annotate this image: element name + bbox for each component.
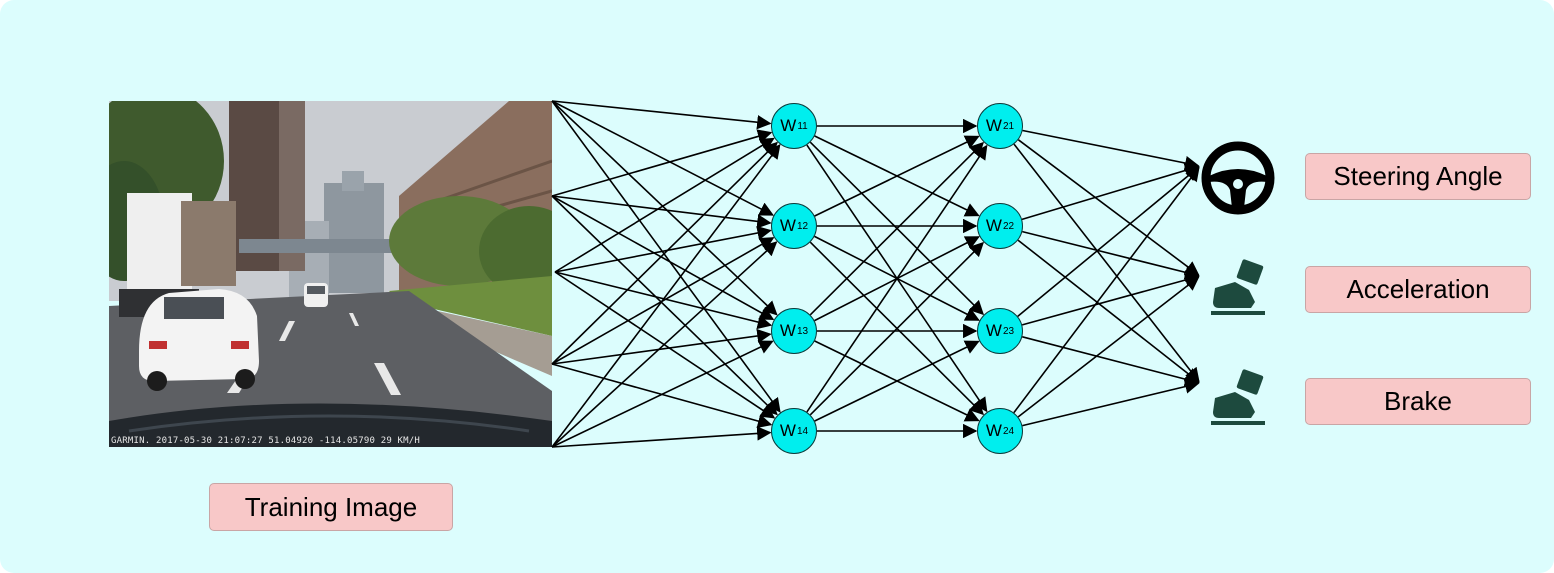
edge-input2-to-w11 (551, 129, 773, 197)
edge-w23-to-output1 (1017, 166, 1200, 318)
edge-w24-to-output1 (1013, 166, 1200, 414)
output-label-brake: Brake (1305, 378, 1531, 425)
edge-w21-to-output2 (1017, 139, 1200, 276)
edge-w14-to-w22 (809, 241, 985, 416)
brake-pedal-icon (1211, 369, 1265, 425)
steering-wheel-icon (1201, 141, 1275, 215)
edge-input2-to-w13 (551, 195, 775, 321)
edge-w23-to-output2 (1021, 272, 1200, 326)
edge-input2-to-w12 (551, 195, 772, 229)
edge-input3-to-w13 (554, 271, 773, 330)
edge-input3-to-w11 (554, 137, 775, 273)
edge-w14-to-w23 (814, 340, 980, 422)
edge-input5-to-w11 (551, 144, 781, 448)
edge-input5-to-w13 (551, 340, 774, 448)
edge-w21-to-output3 (1013, 143, 1200, 383)
output-label-acceleration: Acceleration (1305, 266, 1531, 313)
edge-input4-to-w13 (551, 328, 772, 365)
edge-input1-to-w11 (551, 100, 772, 130)
edge-w13-to-w21 (809, 141, 985, 316)
edge-w12-to-w21 (814, 135, 980, 217)
edge-w23-to-output3 (1022, 336, 1200, 387)
training-image-label: Training Image (209, 483, 453, 531)
edge-w24-to-output2 (1017, 276, 1200, 418)
edge-w14-to-w21 (806, 144, 988, 413)
edge-w24-to-output3 (1022, 379, 1200, 427)
accelerator-pedal-icon (1211, 259, 1265, 315)
edge-w22-to-output1 (1021, 163, 1200, 221)
edge-input3-to-w12 (554, 225, 772, 273)
training-image: GARMIN. 2017-05-30 21:07:27 51.04920 -11… (109, 101, 552, 447)
edge-input1-to-w12 (551, 100, 774, 216)
edge-input1-to-w13 (551, 100, 778, 316)
output-label-steering-angle: Steering Angle (1305, 153, 1531, 200)
edge-w21-to-output1 (1022, 129, 1200, 171)
edge-input1-to-w14 (551, 100, 781, 413)
dashcam-stamp: GARMIN. 2017-05-30 21:07:27 51.04920 -11… (111, 436, 421, 446)
edge-input5-to-w12 (551, 241, 778, 448)
edge-w22-to-output2 (1022, 230, 1200, 280)
edge-w22-to-output3 (1017, 239, 1200, 383)
edge-input5-to-w14 (551, 426, 772, 448)
edge-input4-to-w11 (551, 141, 778, 365)
edge-input2-to-w14 (551, 195, 778, 416)
